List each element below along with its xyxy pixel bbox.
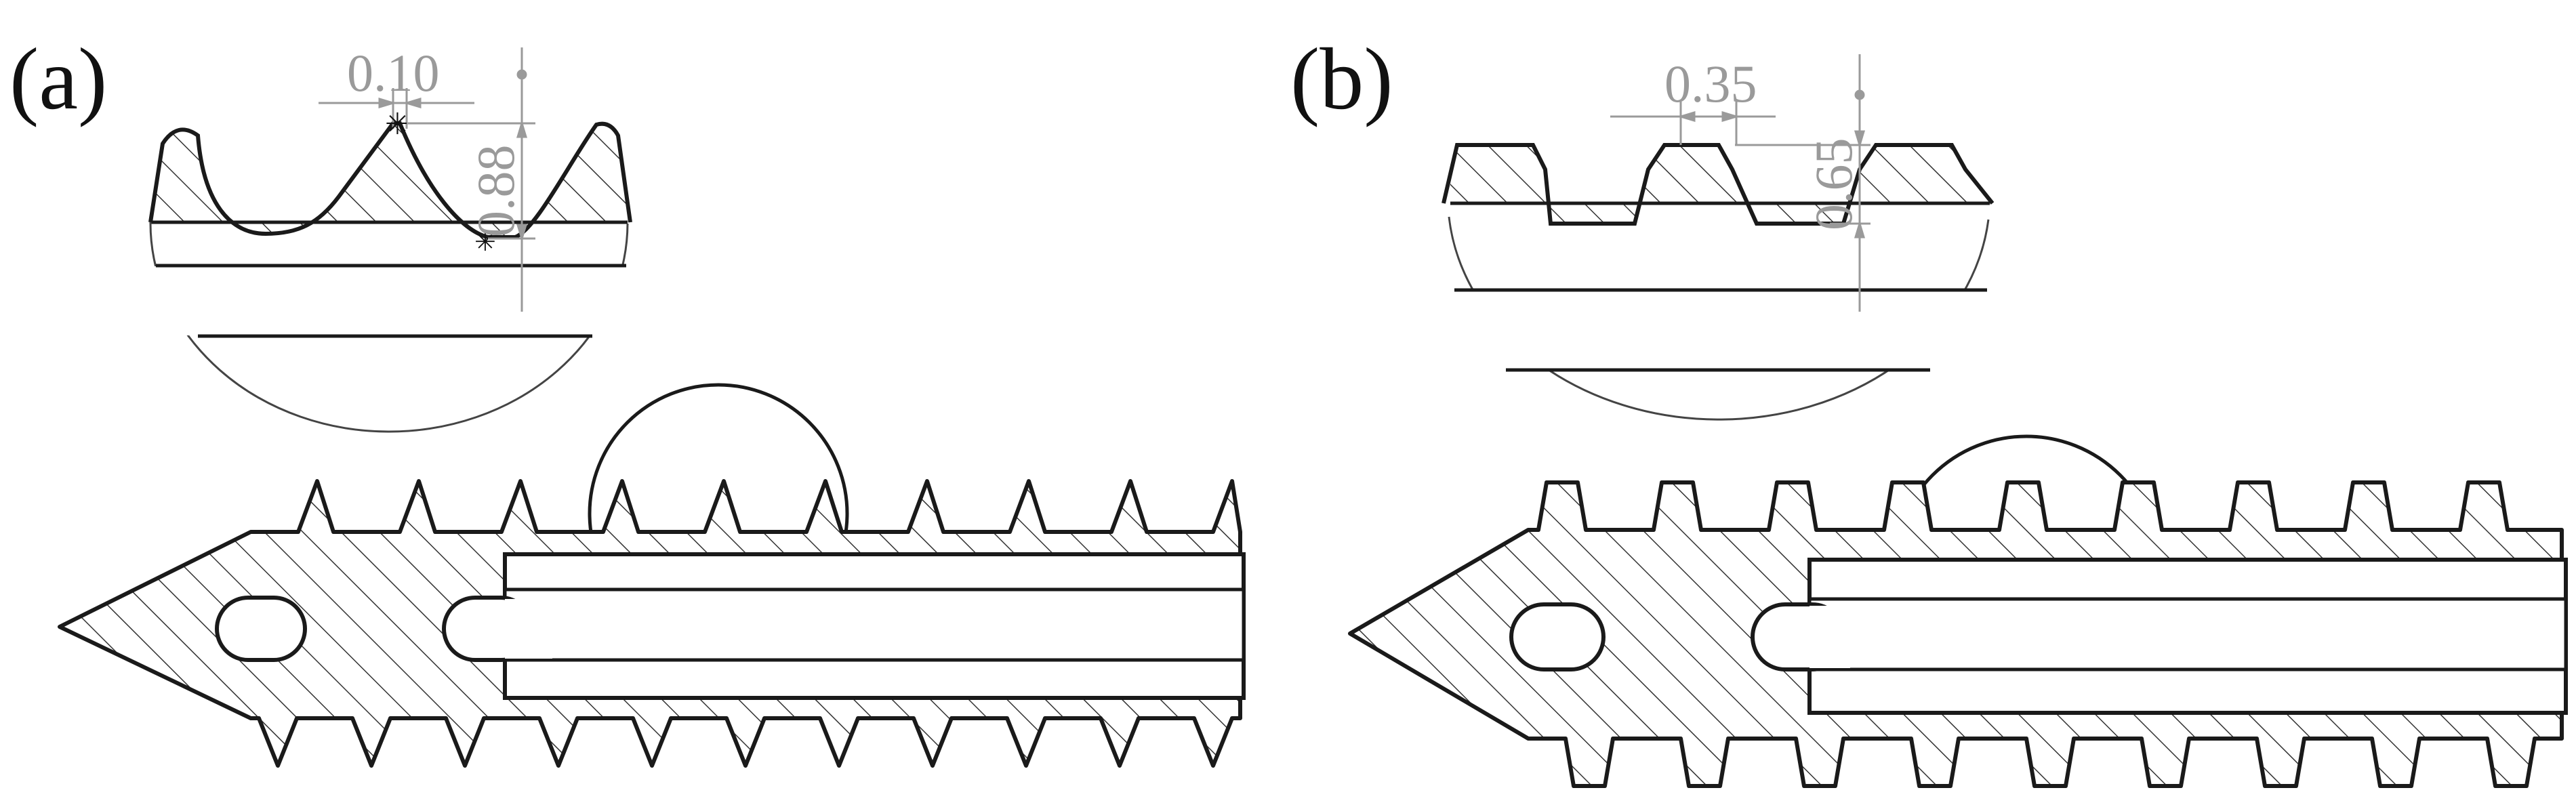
dimension-depth-a (407, 47, 535, 312)
screw-slot-1-a (215, 596, 307, 662)
panel-label-b: (b) (1290, 30, 1393, 128)
dimension-width-label-a: 0.10 (347, 43, 440, 102)
dimension-width-a (319, 88, 474, 129)
dimension-width-label-b: 0.35 (1664, 54, 1757, 113)
panel-label-a: (a) (9, 30, 107, 128)
panel-a: (a) 0.10 ✳ ✳ (9, 30, 1246, 768)
panel-b: (b) 0.35 0. (1290, 30, 2568, 788)
screw-slot-1-b (1509, 602, 1606, 671)
dimension-width-b (1610, 102, 1776, 145)
dimension-depth-label-a: 0.88 (466, 145, 525, 238)
screw-body-b (1348, 480, 2568, 788)
detail-section-b (1450, 143, 1990, 226)
screw-body-a (58, 479, 1246, 768)
detail-view-a: 0.10 ✳ ✳ 0.88 (148, 43, 632, 433)
detail-view-b: 0.35 0.65 (1442, 54, 1995, 421)
dimension-marker-a: ✳ (385, 108, 410, 141)
dimension-marker-a2: ✳ (474, 228, 496, 257)
dimension-depth-b (1735, 54, 1870, 312)
detail-thread-profile-b (1442, 143, 1995, 226)
dimension-depth-label-b: 0.65 (1804, 138, 1863, 231)
detail-thread-profile-a (148, 121, 632, 239)
